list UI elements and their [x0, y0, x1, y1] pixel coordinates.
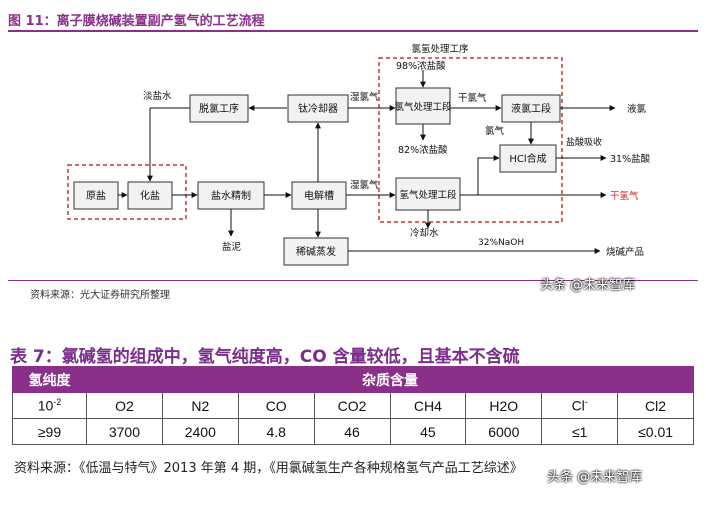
cl-process-unit-label: 氯气处理工段 [394, 101, 452, 113]
cl-process-section-label: 氯氢处理工序 [411, 43, 469, 55]
value-cell: 6000 [465, 418, 543, 445]
chlorine-hydrogen-treatment-region [378, 57, 563, 223]
header-impurity: 杂质含量 [86, 366, 694, 393]
dilute-brine-label: 淡盐水 [143, 90, 172, 102]
hcl-synthesis-label: HCl合成 [509, 152, 546, 165]
dissolve-salt-label: 化盐 [140, 189, 160, 202]
table-unit-row: 10-2 O2 N2 CO CO2 CH4 H2O Cl- Cl2 [12, 392, 694, 419]
unit-cell: H2O [465, 392, 543, 419]
dilute-evap-label: 稀碱蒸发 [296, 245, 336, 258]
dechlorination-label: 脱氯工序 [199, 102, 239, 115]
salt-mud-label: 盐泥 [222, 241, 242, 253]
ti-cooler-label: 钛冷却器 [298, 102, 338, 115]
value-cell: ≤1 [541, 418, 619, 445]
table-title: 表 7：氯碱氢的组成中，氢气纯度高，CO 含量较低，且基本不含硫 [10, 347, 520, 367]
unit-cell: O2 [86, 392, 163, 419]
acid98-label: 98%浓盐酸 [396, 60, 446, 72]
hcl-absorb-label: 盐酸吸收 [566, 136, 602, 148]
caustic-product-label: 烧碱产品 [606, 246, 644, 258]
salt-dissolving-region [67, 164, 187, 220]
unit-cell: Cl2 [617, 392, 694, 419]
impurity-table: 氢纯度 杂质含量 10-2 O2 N2 CO CO2 CH4 H2O Cl- C… [12, 366, 694, 445]
liquid-cl-unit-label: 液氯工段 [511, 102, 551, 115]
unit-cell: CO [237, 392, 315, 419]
value-cell: 2400 [161, 418, 239, 445]
acid82-label: 82%浓盐酸 [398, 144, 448, 156]
table-value-row: ≥99 3700 2400 4.8 46 45 6000 ≤1 ≤0.01 [12, 418, 694, 445]
unit-cell: N2 [161, 392, 239, 419]
brine-refine-label: 盐水精制 [211, 189, 251, 202]
dry-cl-label: 干氯气 [458, 92, 487, 104]
figure-title-rule [8, 30, 698, 32]
unit-cell: Cl- [541, 392, 619, 419]
dry-h2-label: 干氢气 [610, 190, 639, 202]
unit-cell: CH4 [389, 392, 467, 419]
header-purity: 氢纯度 [12, 366, 87, 393]
unit-cell: 10-2 [12, 392, 87, 419]
value-cell: 4.8 [237, 418, 315, 445]
dissolve-salt-box [127, 181, 173, 210]
watermark: 头条 @未来智库 [540, 278, 636, 293]
value-cell: ≥99 [12, 418, 87, 445]
wet-cl-1-label: 湿氯气 [350, 91, 379, 103]
table-source: 资料来源：《低温与特气》2013 年第 4 期，《用氯碱氢生产各种规格氢气产品工… [14, 461, 523, 476]
hcl-synthesis-box [499, 144, 557, 173]
electrolyzer-label: 电解槽 [304, 189, 334, 202]
cooling-water-label: 冷却水 [410, 227, 439, 239]
figure-bottom-rule [8, 280, 698, 281]
naoh32-label: 32%NaOH [478, 238, 524, 248]
value-cell: 3700 [86, 418, 163, 445]
cl-gas-label: 氯气 [485, 125, 505, 137]
value-cell: ≤0.01 [617, 418, 694, 445]
raw-salt-label: 原盐 [86, 189, 106, 202]
figure-source: 资料来源：光大证券研究所整理 [30, 290, 170, 301]
liquid-cl-label: 液氯 [627, 103, 647, 115]
unit-cell: CO2 [313, 392, 391, 419]
wet-cl-2-label: 湿氯气 [350, 179, 379, 191]
hcl31-label: 31%盐酸 [610, 153, 651, 165]
dechlorination-box [189, 94, 249, 123]
raw-salt-box [73, 181, 119, 210]
line-h2-to-hcl [477, 157, 499, 195]
value-cell: 46 [313, 418, 391, 445]
table-header-row: 氢纯度 杂质含量 [12, 366, 694, 393]
value-cell: 45 [389, 418, 467, 445]
liquid-cl-unit-box [501, 94, 561, 123]
h2-process-unit-label: 氢气处理工段 [399, 189, 457, 201]
cl-process-unit-box [395, 87, 451, 125]
watermark: 头条 @未来智库 [547, 470, 643, 485]
figure-title: 图 11：离子膜烧碱装置副产氢气的工艺流程 [8, 14, 265, 29]
